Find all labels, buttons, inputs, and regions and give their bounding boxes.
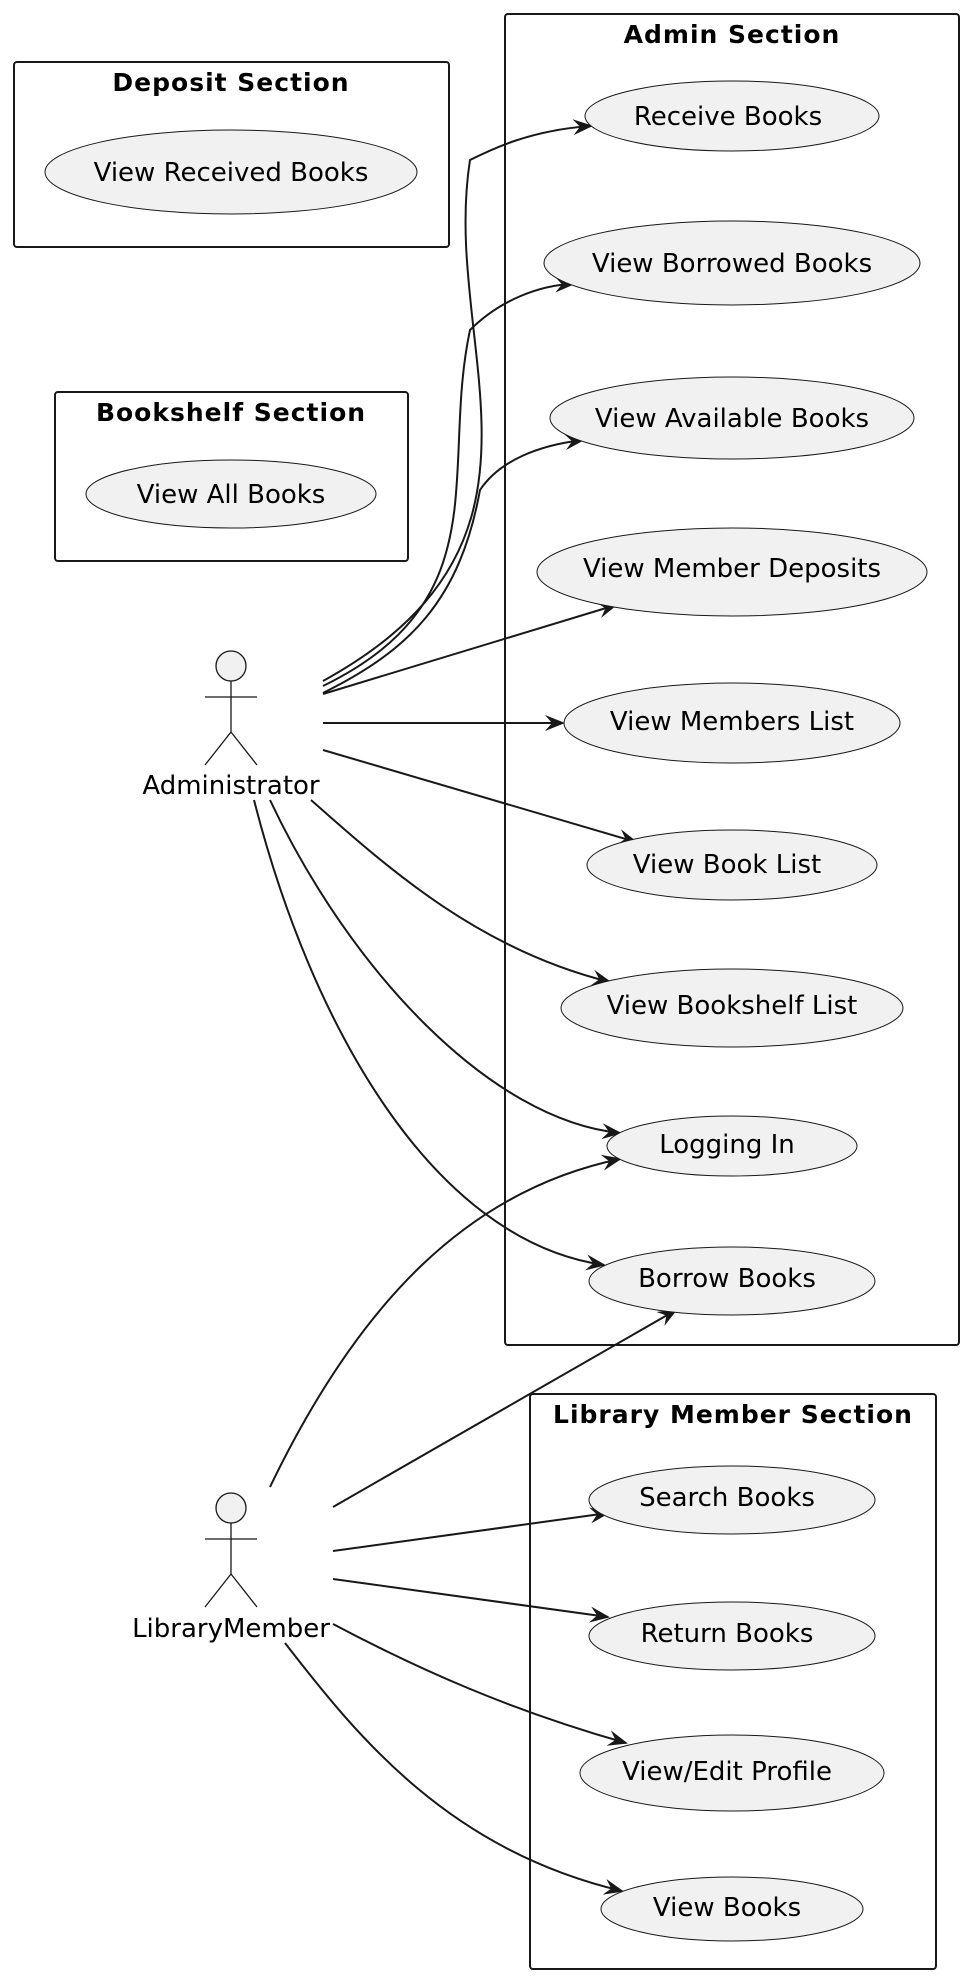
use-case-search-books: Search Books [588,1465,876,1535]
svg-text:View Member Deposits: View Member Deposits [583,554,881,584]
admin-section-title: Admin Section [624,20,841,49]
svg-text:Search Books: Search Books [639,1483,815,1513]
assoc-member-view-books [284,1642,624,1895]
svg-text:View Received Books: View Received Books [94,158,369,188]
use-case-logging-in: Logging In [606,1115,858,1177]
svg-text:Return Books: Return Books [641,1619,814,1649]
assoc-admin-receive-books [322,119,593,682]
use-case-view-all-books: View All Books [85,459,377,529]
svg-text:View Available Books: View Available Books [595,404,869,434]
use-case-borrow-books: Borrow Books [588,1246,876,1316]
deposit-section-title: Deposit Section [112,68,349,97]
svg-text:View Members List: View Members List [610,707,854,737]
library-member-actor: LibraryMember [132,1492,330,1644]
administrator-actor: Administrator [142,650,320,801]
bookshelf-section-title: Bookshelf Section [96,398,366,427]
use-case-return-books: Return Books [588,1601,876,1671]
library-member-body [204,1523,258,1608]
use-case-view-members-list: View Members List [563,682,901,764]
assoc-admin-view-borrowed-books [322,276,575,687]
assoc-member-borrow-books [332,1309,678,1508]
use-case-receive-books: Receive Books [584,80,880,152]
use-case-view-borrowed-books: View Borrowed Books [543,220,921,306]
use-case-view-edit-profile: View/Edit Profile [579,1734,885,1812]
library-member-section-package: Library Member Section [529,1393,937,1970]
svg-text:View/Edit Profile: View/Edit Profile [622,1757,832,1787]
assoc-member-return-books [332,1578,610,1623]
svg-text:Receive Books: Receive Books [634,102,822,132]
assoc-member-search-books [332,1507,610,1552]
svg-text:Borrow Books: Borrow Books [638,1264,816,1294]
svg-text:Logging In: Logging In [659,1130,795,1160]
use-case-view-books: View Books [600,1876,864,1942]
use-case-view-received-books: View Received Books [44,129,418,215]
associations [253,119,678,1895]
svg-text:View Book List: View Book List [633,850,821,880]
svg-text:View Books: View Books [653,1893,801,1923]
use-case-view-book-list: View Book List [586,829,878,901]
library-member-section-title: Library Member Section [553,1400,913,1429]
administrator-head [215,650,247,682]
library-member-head [215,1492,247,1524]
assoc-member-logging-in [269,1154,622,1488]
use-case-view-member-deposits: View Member Deposits [536,527,928,617]
svg-text:View Borrowed Books: View Borrowed Books [592,249,872,279]
assoc-admin-borrow-books [253,799,606,1271]
svg-text:View Bookshelf List: View Bookshelf List [607,991,858,1021]
use-case-view-available-books: View Available Books [549,376,915,460]
assoc-member-view-edit-profile [332,1623,628,1746]
assoc-admin-view-available-books [322,434,585,694]
library-member-label: LibraryMember [132,1614,330,1644]
administrator-body [204,681,258,766]
assoc-admin-view-bookshelf-list [310,799,612,986]
assoc-admin-view-member-deposits [322,602,618,695]
svg-text:View All Books: View All Books [137,480,326,510]
administrator-label: Administrator [142,771,320,801]
assoc-admin-logging-in [269,799,622,1140]
assoc-admin-view-book-list [322,749,638,845]
use-case-view-bookshelf-list: View Bookshelf List [560,968,904,1048]
